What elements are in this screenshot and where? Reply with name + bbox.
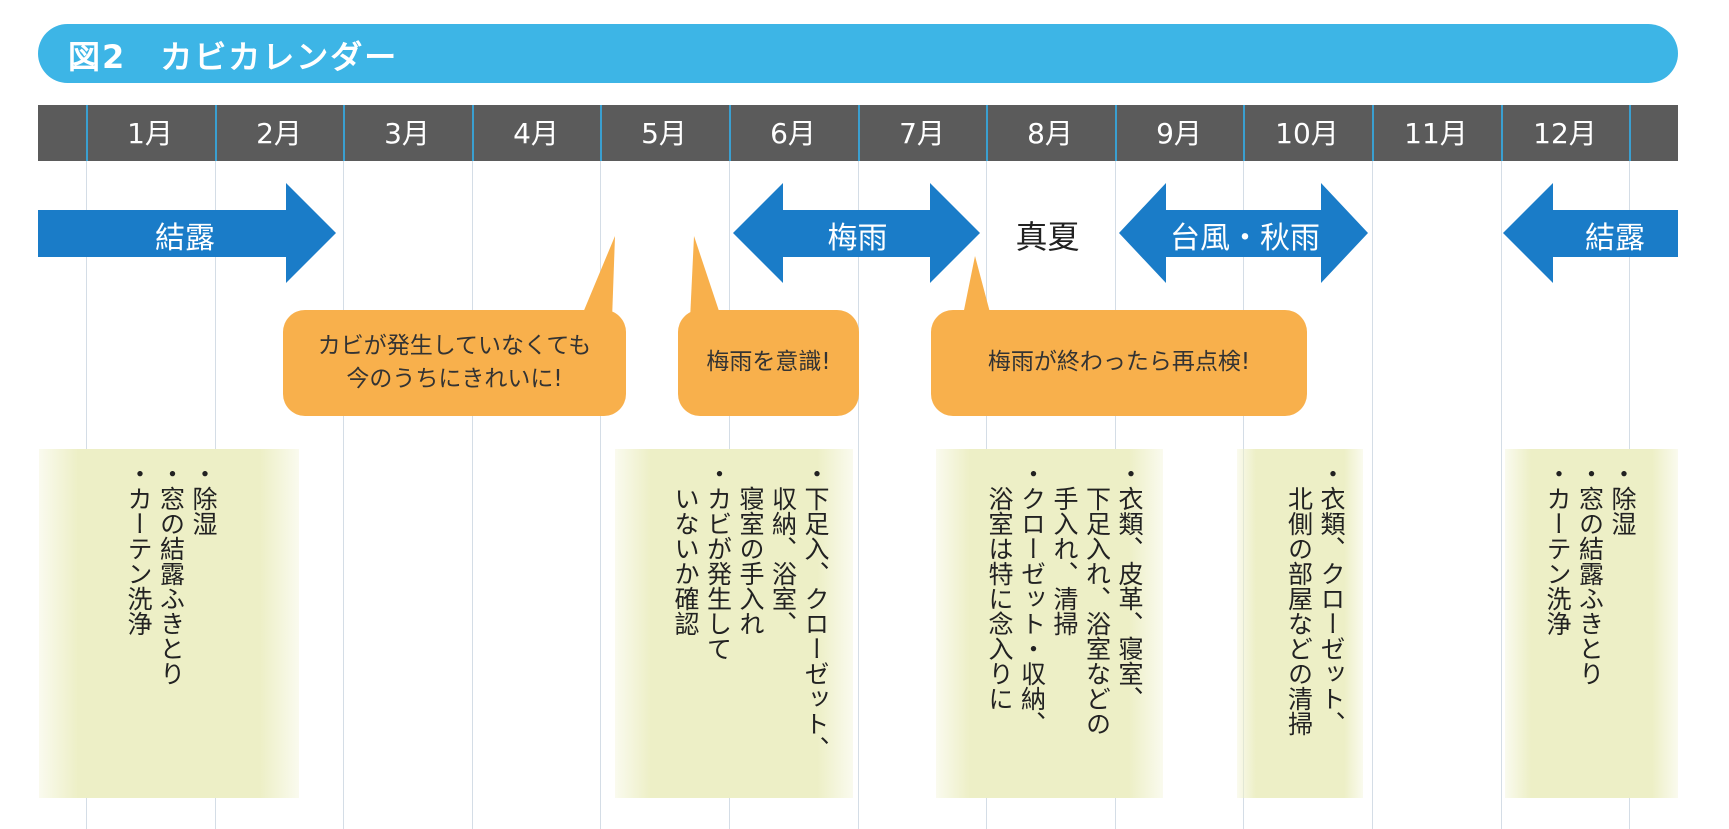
month-label: 12月 <box>1533 117 1597 150</box>
month-divider <box>1243 105 1245 161</box>
task-line: 収納、浴室、 <box>768 486 798 636</box>
grid-line <box>472 105 473 829</box>
task-text: ・衣類、クローゼット、北側の部屋などの清掃 <box>1282 461 1347 791</box>
month-label: 3月 <box>384 117 430 150</box>
task-text: ・下足入、クローゼット、収納、浴室、寝室の手入れ・カビが発生していないか確認 <box>669 461 832 791</box>
month-divider <box>600 105 602 161</box>
task-line: ・衣類、皮革、寝室、 <box>1115 461 1144 711</box>
task-line: ・除湿 <box>1608 461 1637 536</box>
month-label: 11月 <box>1404 117 1468 150</box>
callout-text: カビが発生していなくても <box>317 332 592 359</box>
month-label: 10月 <box>1275 117 1339 150</box>
grid-line <box>1501 105 1502 829</box>
task-line: ・衣類、クローゼット、 <box>1317 461 1346 736</box>
arrow-label-winter-start: 結露 <box>155 221 215 256</box>
task-line: ・下足入、クローゼット、 <box>801 461 830 761</box>
task-line: ・除湿 <box>189 461 218 536</box>
month-divider <box>986 105 988 161</box>
task-line: 下足入れ、浴室などの <box>1082 486 1112 736</box>
arrow-winter-start <box>38 183 336 283</box>
task-line: ・窓の結露ふきとり <box>1575 461 1605 686</box>
task-line: ・クローゼット・収納、 <box>1017 461 1047 736</box>
callout-bubble-3: 梅雨が終わったら再点検! <box>931 310 1307 416</box>
month-label: 5月 <box>641 117 687 150</box>
callout-text: 今のうちにきれいに! <box>346 366 563 392</box>
task-line: ・窓の結露ふきとり <box>156 461 186 686</box>
grid-line <box>343 105 344 829</box>
bubble-tail-3 <box>962 256 992 320</box>
arrow-label-winter-end: 結露 <box>1585 221 1645 256</box>
task-line: いないか確認 <box>671 486 700 636</box>
month-divider <box>1115 105 1117 161</box>
callout-text: 梅雨が終わったら再点検! <box>987 349 1251 376</box>
callout-text: 梅雨を意識! <box>706 349 831 376</box>
month-divider <box>729 105 731 161</box>
month-divider <box>1501 105 1503 161</box>
month-label: 7月 <box>899 117 945 150</box>
bubble-tail-1 <box>580 236 615 320</box>
arrow-label-typhoon-autumn: 台風・秋雨 <box>1170 221 1320 256</box>
month-label: 8月 <box>1027 117 1073 150</box>
month-label: 2月 <box>256 117 302 150</box>
month-divider <box>86 105 88 161</box>
task-line: ・カーテン洗浄 <box>124 461 153 636</box>
task-box-oct: ・衣類、クローゼット、北側の部屋などの清掃 <box>1237 449 1363 798</box>
title-bar: 図2 カビカレンダー <box>38 24 1678 83</box>
arrow-label-rainy-season: 梅雨 <box>827 221 888 256</box>
task-box-dec: ・除湿・窓の結露ふきとり・カーテン洗浄 <box>1505 449 1678 798</box>
grid-line <box>858 105 859 829</box>
task-text: ・除湿・窓の結露ふきとり・カーテン洗浄 <box>1541 461 1639 791</box>
month-divider <box>343 105 345 161</box>
month-label: 6月 <box>770 117 816 150</box>
arrow-winter-end <box>1503 183 1678 283</box>
page-title: 図2 カビカレンダー <box>68 38 399 76</box>
grid-line <box>600 105 601 829</box>
arrow-typhoon-autumn <box>1119 183 1368 283</box>
bubble-tail-2 <box>690 236 722 320</box>
task-box-aug-sep: ・衣類、皮革、寝室、下足入れ、浴室などの手入れ、清掃・クローゼット・収納、浴室は… <box>936 449 1163 798</box>
month-label: 1月 <box>127 117 173 150</box>
month-divider <box>858 105 860 161</box>
task-line: 手入れ、清掃 <box>1050 486 1079 636</box>
task-line: ・カビが発生して <box>703 461 733 661</box>
task-line: 浴室は特に念入りに <box>985 486 1014 711</box>
task-text: ・除湿・窓の結露ふきとり・カーテン洗浄 <box>122 461 220 791</box>
task-line: ・カーテン洗浄 <box>1543 461 1572 636</box>
label-midsummer: 真夏 <box>1015 218 1080 256</box>
task-line: 北側の部屋などの清掃 <box>1284 486 1314 736</box>
callout-bubble-2: 梅雨を意識! <box>678 310 859 416</box>
task-box-jan-feb: ・除湿・窓の結露ふきとり・カーテン洗浄 <box>39 449 299 798</box>
month-label: 4月 <box>513 117 559 150</box>
task-box-may-jun: ・下足入、クローゼット、収納、浴室、寝室の手入れ・カビが発生していないか確認 <box>615 449 853 798</box>
arrow-rainy-season <box>733 183 980 283</box>
month-divider <box>1629 105 1631 161</box>
task-line: 寝室の手入れ <box>736 486 765 636</box>
grid-line <box>1372 105 1373 829</box>
month-divider <box>1372 105 1374 161</box>
month-label: 9月 <box>1156 117 1202 150</box>
task-text: ・衣類、皮革、寝室、下足入れ、浴室などの手入れ、清掃・クローゼット・収納、浴室は… <box>983 461 1146 791</box>
month-divider <box>215 105 217 161</box>
callout-bubble-1: カビが発生していなくても 今のうちにきれいに! <box>283 310 626 416</box>
month-divider <box>472 105 474 161</box>
